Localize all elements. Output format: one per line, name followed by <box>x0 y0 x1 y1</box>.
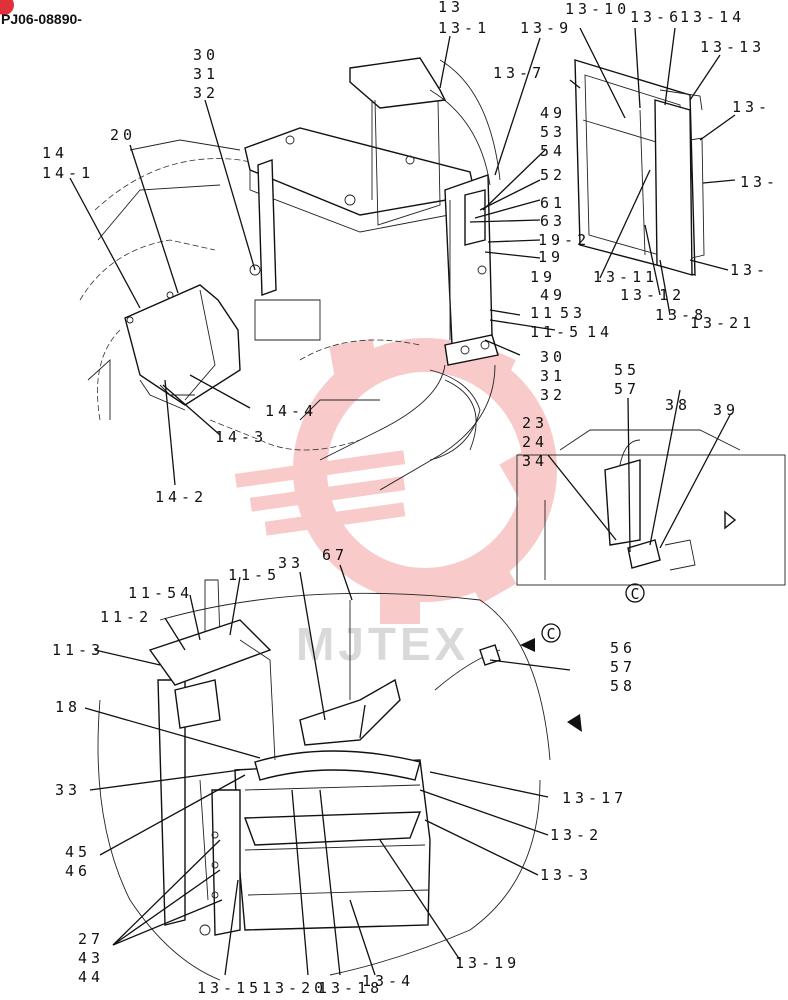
label-11-5: 11-5 <box>530 323 582 341</box>
label-13-19: 13-19 <box>455 954 520 972</box>
label-53b: 53 <box>560 304 586 322</box>
label-52: 52 <box>540 166 566 184</box>
label-13-18: 13-18 <box>318 979 383 997</box>
label-13-4: 13-4 <box>362 972 414 990</box>
radiator-frame <box>574 59 705 276</box>
label-14-top: 14 <box>587 323 613 341</box>
label-19a: 19 <box>538 248 564 266</box>
label-13-11: 13-11 <box>593 268 658 286</box>
label-11-54: 11-54 <box>128 584 193 602</box>
detail-c-view: C <box>516 429 786 603</box>
label-46: 46 <box>65 862 91 880</box>
label-33a: 33 <box>278 554 304 572</box>
label-57b: 57 <box>610 658 636 676</box>
lower-assembly: C <box>97 579 582 981</box>
label-13-right-1: 13- <box>732 98 771 116</box>
arrow-c-icon <box>520 638 535 652</box>
label-13-17: 13-17 <box>562 789 627 807</box>
label-13-2: 13-2 <box>550 826 602 844</box>
document-header: PJ06-08890- <box>0 0 82 27</box>
label-13-21: 13-21 <box>690 314 755 332</box>
label-54a: 54 <box>540 142 566 160</box>
label-18: 18 <box>55 698 81 716</box>
document-id: PJ06-08890- <box>1 11 82 27</box>
detail-c-callout: C <box>630 585 639 603</box>
label-31a: 31 <box>193 65 219 83</box>
label-11-2: 11-2 <box>100 608 152 626</box>
arrow-right-icon <box>567 714 582 732</box>
label-14-2: 14-2 <box>155 488 207 506</box>
label-13-6: 13-6 <box>630 8 682 26</box>
part-labels: 13 13-1 13-9 13-10 13-6 13-14 13-13 13-7… <box>42 0 779 997</box>
label-31b: 31 <box>540 367 566 385</box>
label-13-10: 13-10 <box>565 0 630 18</box>
label-13-1: 13-1 <box>438 19 490 37</box>
label-20: 20 <box>110 126 136 144</box>
view-c-callout: C <box>546 625 555 643</box>
watermark-text: MJTEX <box>296 618 469 670</box>
label-13-right-2: 13- <box>740 173 779 191</box>
label-11-5-lower: 11-5 <box>228 566 280 584</box>
label-13: 13 <box>438 0 464 16</box>
label-49a: 49 <box>540 104 566 122</box>
label-45: 45 <box>65 843 91 861</box>
label-30a: 30 <box>193 46 219 64</box>
label-55: 55 <box>614 361 640 379</box>
label-14-1: 14-1 <box>42 164 94 182</box>
label-53a: 53 <box>540 123 566 141</box>
label-32b: 32 <box>540 386 566 404</box>
label-14: 14 <box>42 144 68 162</box>
label-30b: 30 <box>540 348 566 366</box>
badge-icon <box>0 0 14 15</box>
watermark-gear-logo: MJTEX <box>234 338 557 670</box>
label-13-8: 13-8 <box>655 306 707 324</box>
label-57a: 57 <box>614 380 640 398</box>
label-13-7: 13-7 <box>493 64 545 82</box>
label-38: 38 <box>665 396 691 414</box>
label-14-3: 14-3 <box>215 428 267 446</box>
label-13-14: 13-14 <box>680 8 745 26</box>
label-23: 23 <box>522 414 548 432</box>
label-63: 63 <box>540 212 566 230</box>
label-44: 44 <box>78 968 104 986</box>
machine-outline-upper <box>79 139 481 461</box>
label-43: 43 <box>78 949 104 967</box>
filter-cover <box>124 284 241 411</box>
label-67: 67 <box>322 546 348 564</box>
label-27: 27 <box>78 930 104 948</box>
label-13-3: 13-3 <box>540 866 592 884</box>
label-13-20: 13-20 <box>262 979 327 997</box>
label-14-4: 14-4 <box>265 402 317 420</box>
label-19-2: 19-2 <box>538 231 590 249</box>
label-58: 58 <box>610 677 636 695</box>
label-11-3: 11-3 <box>52 641 104 659</box>
label-34: 34 <box>522 452 548 470</box>
leader-lines <box>69 27 736 976</box>
label-13-9: 13-9 <box>520 19 572 37</box>
label-13-13: 13-13 <box>700 38 765 56</box>
label-13-15: 13-15 <box>197 979 262 997</box>
upper-frame-assembly <box>244 57 501 491</box>
label-32a: 32 <box>193 84 219 102</box>
label-39: 39 <box>713 401 739 419</box>
label-24: 24 <box>522 433 548 451</box>
label-61: 61 <box>540 194 566 212</box>
label-11: 11 <box>530 304 556 322</box>
label-19b: 19 <box>530 268 556 286</box>
label-56: 56 <box>610 639 636 657</box>
label-13-12: 13-12 <box>620 286 685 304</box>
label-49b: 49 <box>540 286 566 304</box>
label-13-right-3: 13- <box>730 261 769 279</box>
label-33b: 33 <box>55 781 81 799</box>
